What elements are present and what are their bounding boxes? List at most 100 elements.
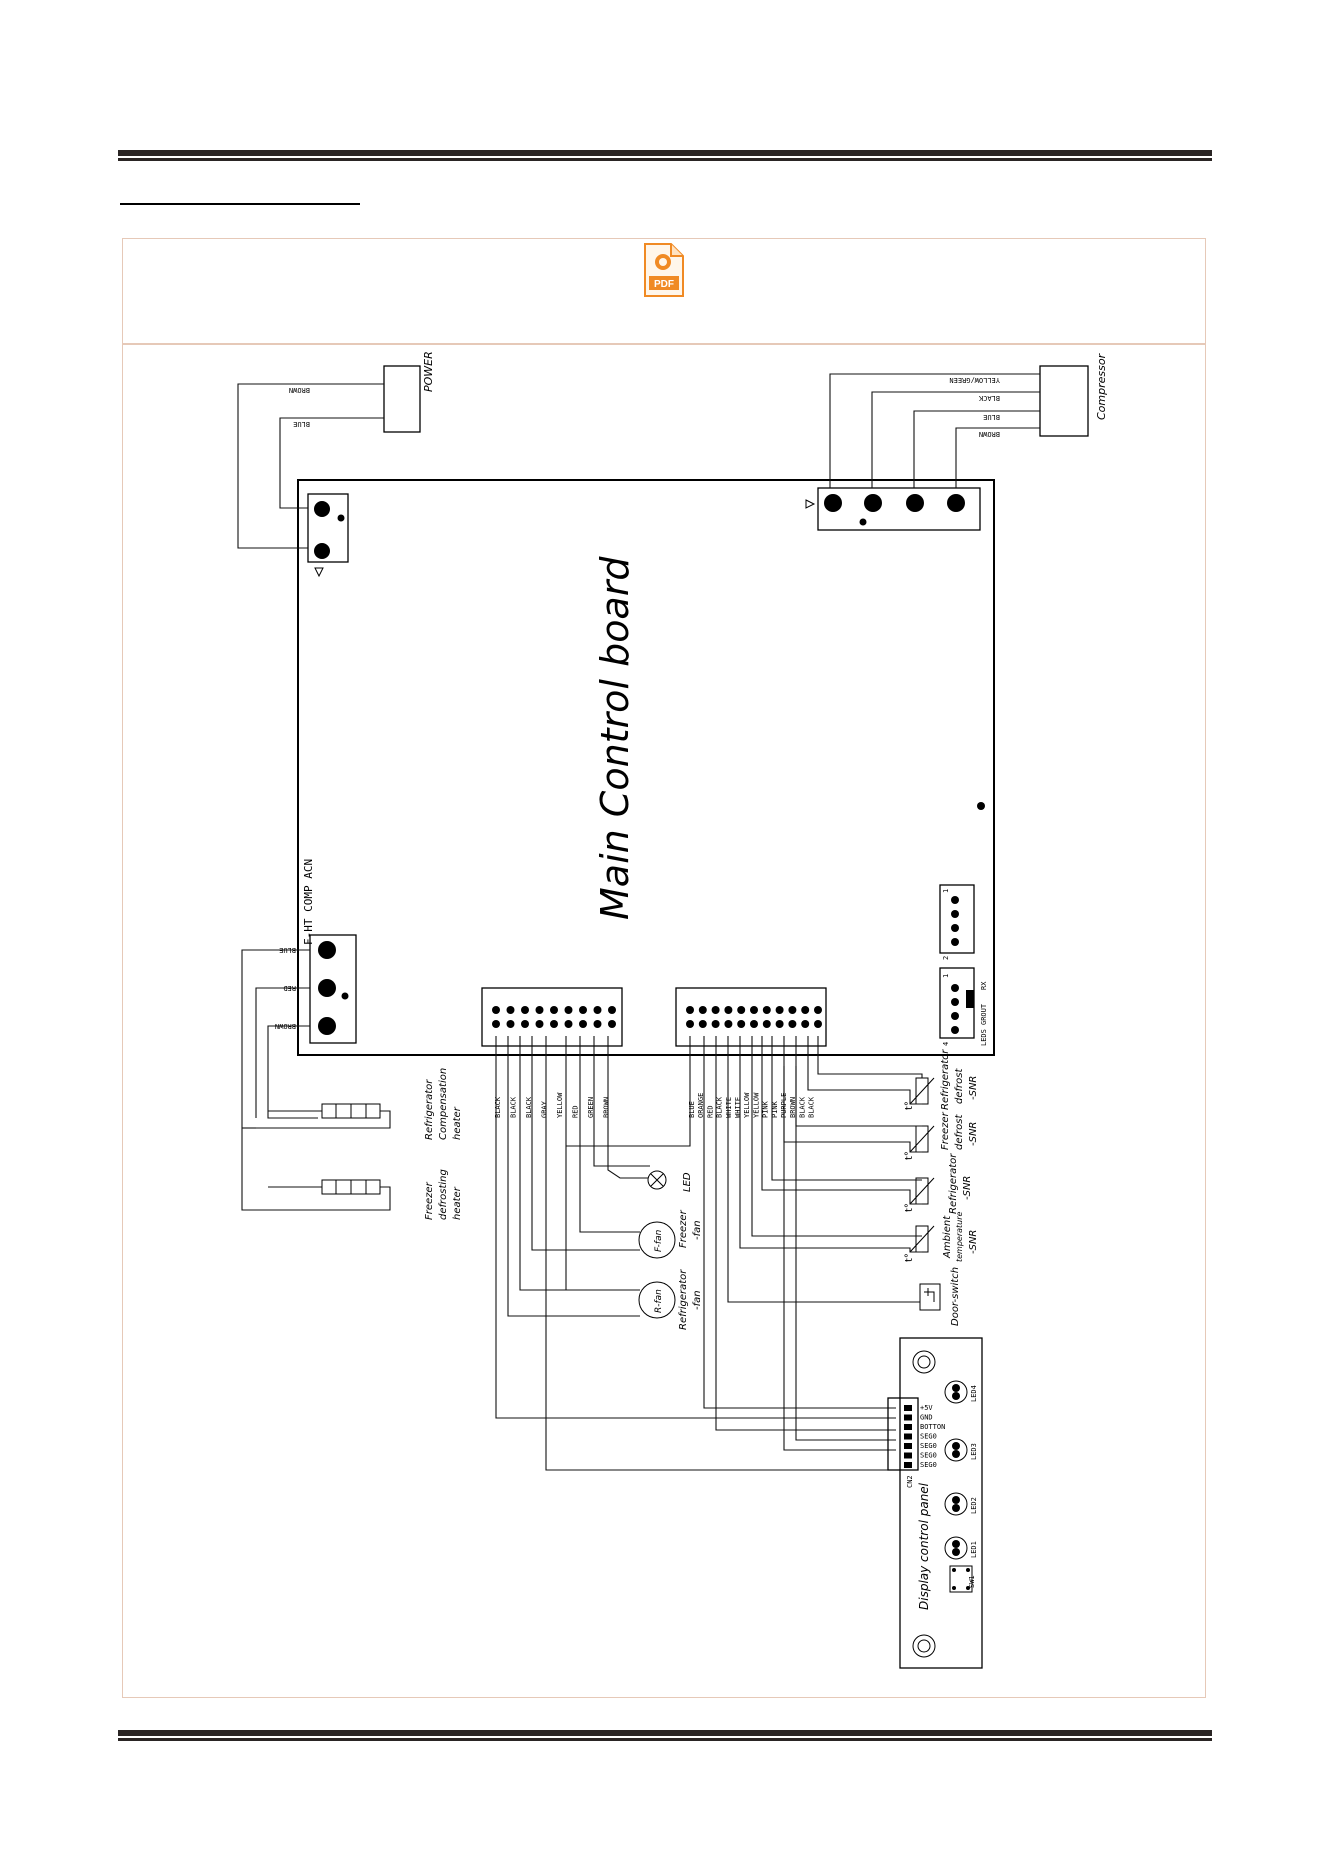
header-rule-thin	[118, 158, 1212, 161]
svg-text:defrosting: defrosting	[438, 1169, 449, 1220]
svg-text:t°: t°	[904, 1151, 915, 1160]
panel-led-anode	[952, 1384, 960, 1392]
wire-color-label: RED	[572, 1105, 580, 1118]
panel-led-label: LED4	[970, 1385, 978, 1402]
panel-pin-label: +5V	[920, 1404, 933, 1412]
footer-rule-thick	[118, 1730, 1212, 1736]
connector-pin	[550, 1020, 558, 1028]
svg-text:Refrigerator: Refrigerator	[948, 1153, 959, 1214]
svg-text:RX: RX	[980, 981, 988, 990]
connector-pin	[686, 1006, 694, 1014]
panel-led-label: LED1	[970, 1541, 978, 1558]
svg-text:RED: RED	[283, 984, 296, 992]
svg-text:heater: heater	[452, 1186, 463, 1220]
wire-color-label: BROWN	[603, 1097, 611, 1118]
svg-text:1: 1	[942, 974, 950, 978]
panel-led-cathode	[952, 1450, 960, 1458]
wire-color-label: BLACK	[716, 1096, 724, 1118]
board-marking: F-HT COMP ACN	[302, 859, 315, 945]
svg-text:GROUT: GROUT	[980, 1003, 988, 1025]
connector-pin	[593, 1006, 602, 1014]
wire-color-label: BLUE	[688, 1101, 696, 1118]
svg-text:-SNR: -SNR	[968, 1076, 979, 1100]
connector-pin	[492, 1020, 500, 1028]
display-panel-label: Display control panel	[917, 1482, 931, 1610]
panel-pin-label: SEG0	[920, 1433, 937, 1441]
connector-pin	[801, 1006, 810, 1014]
connector-pin	[579, 1006, 587, 1014]
connector-pin	[762, 1020, 771, 1028]
svg-text:BROWN: BROWN	[275, 1022, 296, 1030]
refrigerator-defrost-sensor	[900, 1073, 935, 1105]
r-fan-symbol: R-fan	[654, 1289, 664, 1313]
panel-pin-label: SEG0	[920, 1461, 937, 1469]
panel-led-anode	[952, 1540, 960, 1548]
svg-text:t°: t°	[904, 1253, 915, 1262]
svg-text:BLUE: BLUE	[293, 420, 310, 428]
display-control-panel	[899, 1337, 983, 1669]
connector-pin	[801, 1020, 810, 1028]
svg-text:BLACK: BLACK	[978, 394, 1000, 402]
svg-text:2: 2	[942, 956, 950, 960]
wire-color-label: BLACK	[494, 1096, 502, 1118]
section-title-underline	[120, 203, 360, 205]
power-connector	[307, 493, 349, 563]
connector-pin	[750, 1020, 758, 1028]
wire-color-label: BLACK	[525, 1096, 533, 1118]
svg-text:-fan: -fan	[692, 1220, 703, 1240]
freezer-heater	[242, 1179, 391, 1211]
ambient-temperature-sensor	[900, 1225, 935, 1253]
connector-pin	[724, 1020, 733, 1028]
panel-led	[944, 1438, 968, 1462]
svg-text:defrost: defrost	[954, 1114, 965, 1150]
svg-text:Refrigerator: Refrigerator	[940, 1049, 951, 1110]
panel-led-anode	[952, 1442, 960, 1450]
connector-pin	[724, 1006, 733, 1014]
panel-led-cathode	[952, 1548, 960, 1556]
svg-text:temperature: temperature	[955, 1211, 964, 1262]
connector-pin	[579, 1020, 587, 1028]
panel-pin	[904, 1433, 912, 1440]
panel-pin	[904, 1405, 912, 1411]
panel-pin-label: BOTTON	[920, 1423, 945, 1431]
connector-pin	[788, 1020, 797, 1028]
panel-led-anode	[952, 1496, 960, 1504]
connector-pin	[593, 1020, 602, 1028]
wire-color-label: PINK	[762, 1100, 770, 1118]
wire-color-label: YELLOW	[743, 1092, 751, 1118]
connector-right-pins	[686, 1006, 822, 1028]
panel-pin	[904, 1424, 912, 1430]
refrigerator-heater	[256, 1103, 391, 1129]
svg-text:t°: t°	[904, 1101, 915, 1110]
svg-text:-SNR: -SNR	[968, 1230, 979, 1254]
wire-color-label: GRAY	[541, 1100, 549, 1118]
refrigerator-fan	[638, 1281, 676, 1319]
svg-text:1: 1	[942, 889, 950, 893]
connector-pin	[564, 1006, 573, 1014]
led-label: LED	[682, 1172, 693, 1192]
footer-rule-thin	[118, 1738, 1212, 1741]
connector-pin	[788, 1006, 797, 1014]
svg-text:-fan: -fan	[692, 1290, 703, 1310]
svg-text:BROWN: BROWN	[289, 386, 310, 394]
panel-led-label: LED2	[970, 1497, 978, 1514]
power-label: POWER	[422, 351, 435, 392]
panel-pin-label: SEG0	[920, 1452, 937, 1460]
svg-text:-SNR: -SNR	[962, 1176, 973, 1200]
connector-pin	[775, 1020, 784, 1028]
freezer-defrost-sensor	[900, 1125, 935, 1153]
frame-divider	[122, 343, 1206, 345]
compressor-box	[1039, 365, 1089, 437]
connector-pin	[711, 1020, 720, 1028]
svg-text:YELLOW/GREEN: YELLOW/GREEN	[949, 376, 1000, 384]
svg-text:BLUE: BLUE	[983, 413, 1000, 421]
connector-left	[481, 987, 623, 1047]
wire-color-label: RED	[706, 1105, 714, 1118]
connector-pin	[762, 1006, 771, 1014]
svg-text:4: 4	[942, 1042, 950, 1046]
pdf-file-icon[interactable]: PDF	[643, 242, 685, 298]
